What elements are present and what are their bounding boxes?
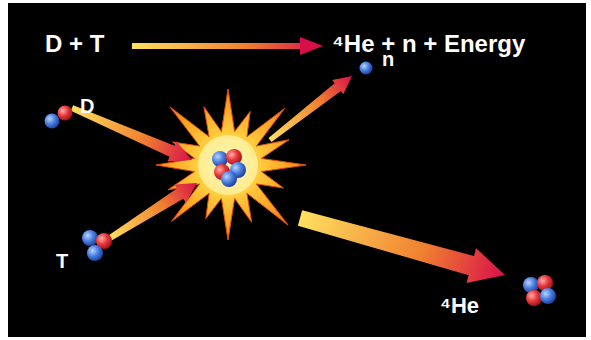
helium-nucleus: [523, 275, 556, 306]
tritium-nucleus: [82, 230, 112, 261]
compound-nucleus: [212, 149, 246, 187]
reaction-arrow: [132, 43, 302, 49]
particle-label: D: [80, 95, 94, 117]
triton-arrow: [108, 183, 197, 241]
neutron-particle: [360, 62, 373, 75]
black-ground: [8, 3, 586, 337]
particle-label: T: [56, 250, 68, 272]
particle-label: n: [382, 48, 394, 70]
equation-text: D + T: [45, 31, 104, 57]
neutron-arrow: [269, 76, 353, 142]
particle-label: ⁴He: [440, 294, 479, 318]
burst-glow: [198, 135, 258, 195]
fusion-burst: [156, 89, 306, 240]
reaction-arrowhead: [300, 37, 323, 55]
deuterium-nucleus: [45, 106, 73, 129]
equation-text: ⁴He + n + Energy: [332, 31, 525, 57]
helium-arrow: [298, 210, 505, 283]
